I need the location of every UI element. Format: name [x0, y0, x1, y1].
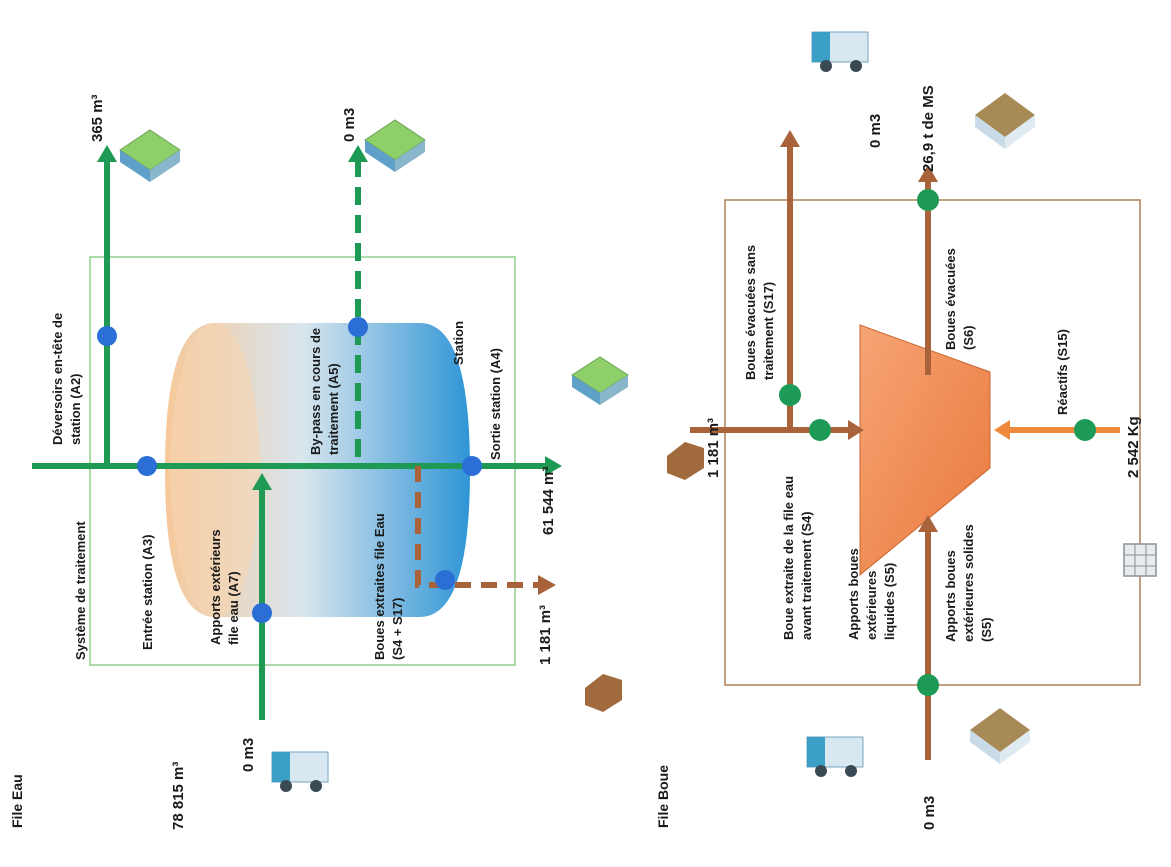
- sludge-section-title: File Boue: [655, 765, 671, 828]
- soil-box-icon: [975, 93, 1035, 149]
- svg-text:By-pass en cours de: By-pass en cours de: [308, 328, 323, 455]
- bypass-value: 0 m3: [341, 108, 358, 142]
- label-sans-traitement: Boues évacuées sans traitement (S17): [743, 245, 776, 380]
- svg-text:extérieures: extérieures: [864, 571, 879, 640]
- node-reactifs: [1074, 419, 1096, 441]
- svg-text:liquides (S5): liquides (S5): [882, 563, 897, 640]
- svg-text:Boues extraites file Eau: Boues extraites file Eau: [372, 513, 387, 660]
- node-apports: [252, 603, 272, 623]
- inflow-value: 78 815 m³: [170, 762, 187, 830]
- field-icon: [364, 119, 426, 172]
- station-tank: [165, 323, 470, 617]
- outflow-value: 61 544 m³: [540, 467, 557, 535]
- node-bypass: [348, 317, 368, 337]
- label-deversoirs: Déversoirs en-tête de station (A2): [50, 313, 83, 445]
- svg-text:(S4 + S17): (S4 + S17): [390, 597, 405, 660]
- sludge-line-section: File Boue 0 m3 1 181 m³ 0 m3 26,9 t de M…: [655, 31, 1157, 830]
- untreated-value: 0 m3: [867, 114, 884, 148]
- extracted-value: 1 181 m³: [705, 418, 722, 478]
- field-icon: [119, 129, 181, 182]
- svg-text:Apports boues: Apports boues: [943, 550, 958, 642]
- svg-text:Boues évacuées: Boues évacuées: [943, 248, 958, 350]
- label-reactifs: Réactifs (S15): [1055, 329, 1070, 415]
- sludge-value-water: 1 181 m³: [537, 605, 554, 665]
- svg-text:avant traitement (S4): avant traitement (S4): [799, 511, 814, 640]
- svg-text:Boue extraite de la file eau: Boue extraite de la file eau: [781, 476, 796, 640]
- node-boues-evacuees: [917, 189, 939, 211]
- svg-text:Déversoirs en-tête de: Déversoirs en-tête de: [50, 313, 65, 445]
- sludge-heap-icon: [585, 674, 622, 712]
- reagents-value: 2 542 Kg: [1125, 416, 1142, 478]
- svg-text:(S6): (S6): [961, 325, 976, 350]
- water-section-title: File Eau: [9, 774, 25, 828]
- field-icon: [571, 356, 629, 405]
- label-apports-solides: Apports boues extérieures solides (S5): [943, 524, 994, 642]
- evacuated-value: 26,9 t de MS: [920, 85, 937, 172]
- label-entree: Entrée station (A3): [140, 534, 155, 650]
- svg-text:extérieures solides: extérieures solides: [961, 524, 976, 642]
- node-sans-traitement: [779, 384, 801, 406]
- chemical-container-icon: [1123, 543, 1157, 577]
- sludge-heap-icon: [667, 442, 704, 480]
- external-value: 0 m3: [921, 796, 938, 830]
- svg-text:traitement (S17): traitement (S17): [761, 282, 776, 380]
- node-entree: [137, 456, 157, 476]
- truck-icon: [811, 31, 869, 72]
- svg-text:Apports extérieurs: Apports extérieurs: [208, 529, 223, 645]
- soil-box-icon: [970, 708, 1030, 764]
- node-boue-extraite: [809, 419, 831, 441]
- truck-icon: [271, 751, 329, 792]
- overflow-value: 365 m³: [89, 94, 106, 142]
- svg-text:traitement (A5): traitement (A5): [326, 363, 341, 455]
- node-deversoirs: [97, 326, 117, 346]
- label-apports: Apports extérieurs file eau (A7): [208, 529, 241, 645]
- node-sortie: [462, 456, 482, 476]
- svg-text:file eau (A7): file eau (A7): [226, 571, 241, 645]
- external-inflow-value: 0 m3: [240, 738, 257, 772]
- sludge-extraction-branch: [415, 466, 540, 588]
- sludge-reactor: [859, 324, 991, 577]
- truck-icon: [806, 736, 864, 777]
- svg-text:(S5): (S5): [979, 617, 994, 642]
- svg-text:station (A2): station (A2): [68, 374, 83, 446]
- water-line-section: File Eau Système de traitement 78 815 m³…: [9, 94, 704, 830]
- system-label: Système de traitement: [73, 521, 88, 660]
- node-apports-boues: [917, 674, 939, 696]
- svg-text:Boues évacuées sans: Boues évacuées sans: [743, 245, 758, 380]
- svg-text:Apports boues: Apports boues: [846, 548, 861, 640]
- label-apports-liquides: Apports boues extérieures liquides (S5): [846, 548, 897, 640]
- label-boues-evacuees: Boues évacuées (S6): [943, 248, 976, 350]
- node-boues: [435, 570, 455, 590]
- bypass-branch: [255, 160, 361, 469]
- treatment-system-box: [89, 256, 516, 666]
- label-boues: Boues extraites file Eau (S4 + S17): [372, 513, 405, 660]
- label-station: Station: [451, 321, 466, 365]
- label-boue-extraite: Boue extraite de la file eau avant trait…: [781, 476, 814, 640]
- label-sortie: Sortie station (A4): [488, 348, 503, 460]
- label-bypass: By-pass en cours de traitement (A5): [308, 328, 341, 455]
